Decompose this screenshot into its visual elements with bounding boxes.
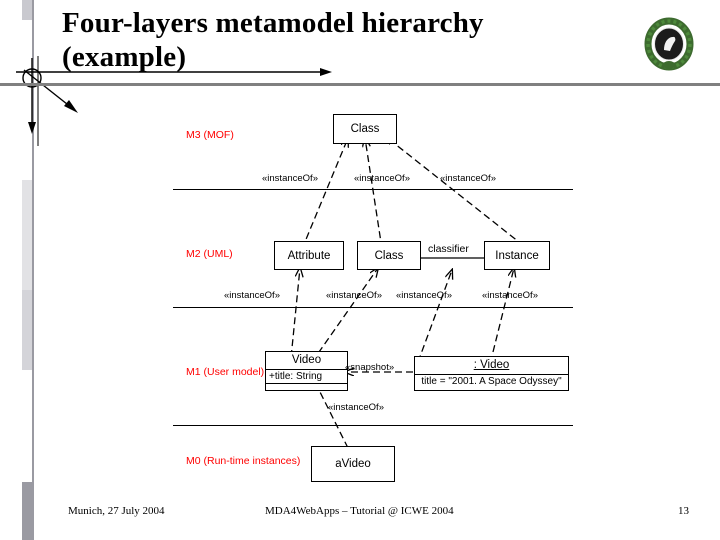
layer-separator-m3-m2 [173, 189, 573, 191]
footer-center-text: MDA4WebApps – Tutorial @ ICWE 2004 [265, 505, 454, 517]
uml-metamodel-diagram: M3 (MOF) M2 (UML) M1 (User model) M0 (Ru… [0, 100, 720, 490]
sidebar-segment-5 [22, 370, 32, 482]
header-divider [0, 83, 720, 86]
page-title-line-1: Four-layers metamodel hierarchy [62, 7, 484, 39]
m1-video-class-box[interactable]: Video +title: String [265, 351, 348, 391]
m2-class-label: Class [374, 249, 404, 262]
m2-instance-box[interactable]: Instance [484, 241, 550, 270]
stereotype-instanceof-4: «instanceOf» [224, 290, 280, 301]
m0-avideo-box[interactable]: aVideo [311, 446, 395, 482]
slide-left-decoration [0, 0, 44, 540]
layer-label-m0: M0 (Run-time instances) [186, 455, 301, 467]
m2-class-box[interactable]: Class [357, 241, 421, 270]
m3-class-label: Class [350, 123, 380, 135]
stereotype-instanceof-6: «instanceOf» [396, 290, 452, 301]
layer-separator-m2-m1 [173, 307, 573, 309]
m1-video-instance-name: : Video [473, 359, 510, 371]
stereotype-instanceof-5: «instanceOf» [326, 290, 382, 301]
stereotype-instanceof-8: «instanceOf» [328, 402, 384, 413]
sidebar-segment-2 [22, 20, 32, 180]
footer-left-text: Munich, 27 July 2004 [68, 505, 165, 517]
stereotype-instanceof-1: «instanceOf» [262, 173, 318, 184]
layer-label-m2: M2 (UML) [186, 248, 233, 260]
m1-video-instance-slot: title = "2001. A Space Odyssey" [415, 374, 568, 388]
classifier-association-label: classifier [428, 243, 469, 255]
page-title: Four-layers metamodel hierarchy (example… [62, 6, 622, 74]
stereotype-instanceof-3: «instanceOf» [440, 173, 496, 184]
m1-video-class-operations [266, 383, 347, 396]
m3-class-box[interactable]: Class [333, 114, 397, 144]
sidebar-edge-line [32, 0, 34, 540]
m1-video-class-attribute: +title: String [266, 369, 347, 383]
arrow-ornament-icon [14, 56, 332, 146]
m2-attribute-label: Attribute [287, 249, 331, 262]
m1-video-class-name: Video [291, 354, 322, 366]
slide-footer: Munich, 27 July 2004 MDA4WebApps – Tutor… [0, 505, 720, 527]
layer-label-m3: M3 (MOF) [186, 129, 234, 141]
m2-attribute-box[interactable]: Attribute [274, 241, 344, 270]
page-title-line-2: (example) [62, 41, 187, 73]
sidebar-segment-6 [22, 482, 32, 540]
stereotype-instanceof-2: «instanceOf» [354, 173, 410, 184]
sidebar-segment-3 [22, 180, 32, 290]
stereotype-snapshot: «snapshot» [345, 362, 395, 373]
m0-avideo-label: aVideo [335, 458, 371, 470]
sidebar-segment-1 [22, 0, 32, 20]
sidebar-segment-4 [22, 290, 32, 370]
footer-page-number: 13 [678, 505, 689, 517]
university-seal-icon [644, 17, 694, 71]
layer-separator-m1-m0 [173, 425, 573, 427]
m2-instance-label: Instance [495, 249, 539, 262]
m1-video-instance-box[interactable]: : Video title = "2001. A Space Odyssey" [414, 356, 569, 391]
stereotype-instanceof-7: «instanceOf» [482, 290, 538, 301]
layer-label-m1: M1 (User model) [186, 366, 265, 378]
